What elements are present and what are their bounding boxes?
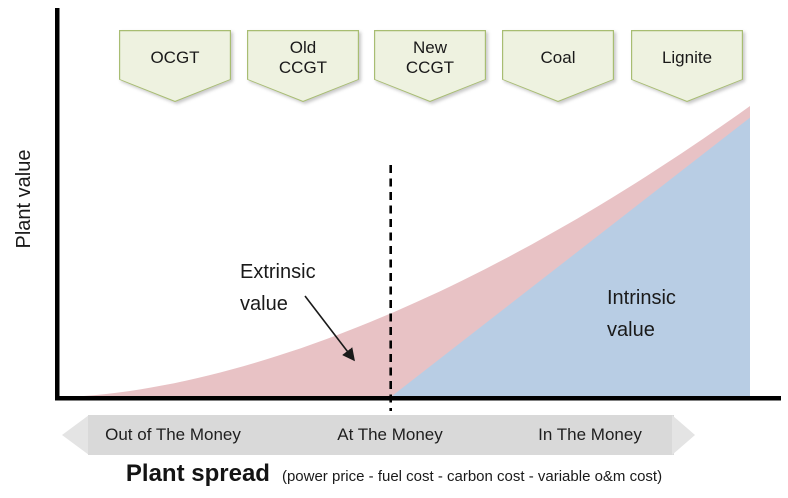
x-axis-title: Plant spread [125, 460, 270, 487]
badge-old-ccgt-label: Old CCGT [278, 38, 328, 77]
band-body [88, 415, 674, 455]
badge-coal: Coal [502, 30, 614, 102]
badge-ocgt: OCGT [119, 30, 231, 102]
extrinsic-annotation-arrow [304, 295, 355, 362]
y-axis-label: Plant value [13, 149, 35, 249]
x-axis-title-row: Plant spread (power price - fuel cost - … [0, 460, 788, 488]
badge-old-ccgt: Old CCGT [247, 30, 359, 102]
y-axis-line [55, 8, 60, 400]
band-label-in-the-money: In The Money [538, 425, 642, 444]
badge-coal-label: Coal [540, 48, 576, 68]
moneyness-band: Out of The Money At The Money In The Mon… [62, 415, 695, 455]
badge-lignite-label: Lignite [661, 48, 713, 68]
badge-new-ccgt: New CCGT [374, 30, 486, 102]
badge-ocgt-label: OCGT [150, 48, 200, 68]
badge-new-ccgt-label: New CCGT [405, 38, 455, 77]
x-axis-line [55, 396, 781, 401]
x-axis-subtitle: (power price - fuel cost - carbon cost -… [281, 468, 663, 485]
band-label-at-the-money: At The Money [337, 425, 443, 444]
band-label-out-of-the-money: Out of The Money [105, 425, 241, 444]
extrinsic-value-label: Extrinsic value [240, 261, 316, 315]
badge-lignite: Lignite [631, 30, 743, 102]
band-left-arrow-tip [62, 415, 89, 455]
band-right-arrow-tip [672, 415, 695, 455]
intrinsic-value-area [390, 117, 750, 397]
intrinsic-value-label: Intrinsic value [607, 287, 676, 341]
